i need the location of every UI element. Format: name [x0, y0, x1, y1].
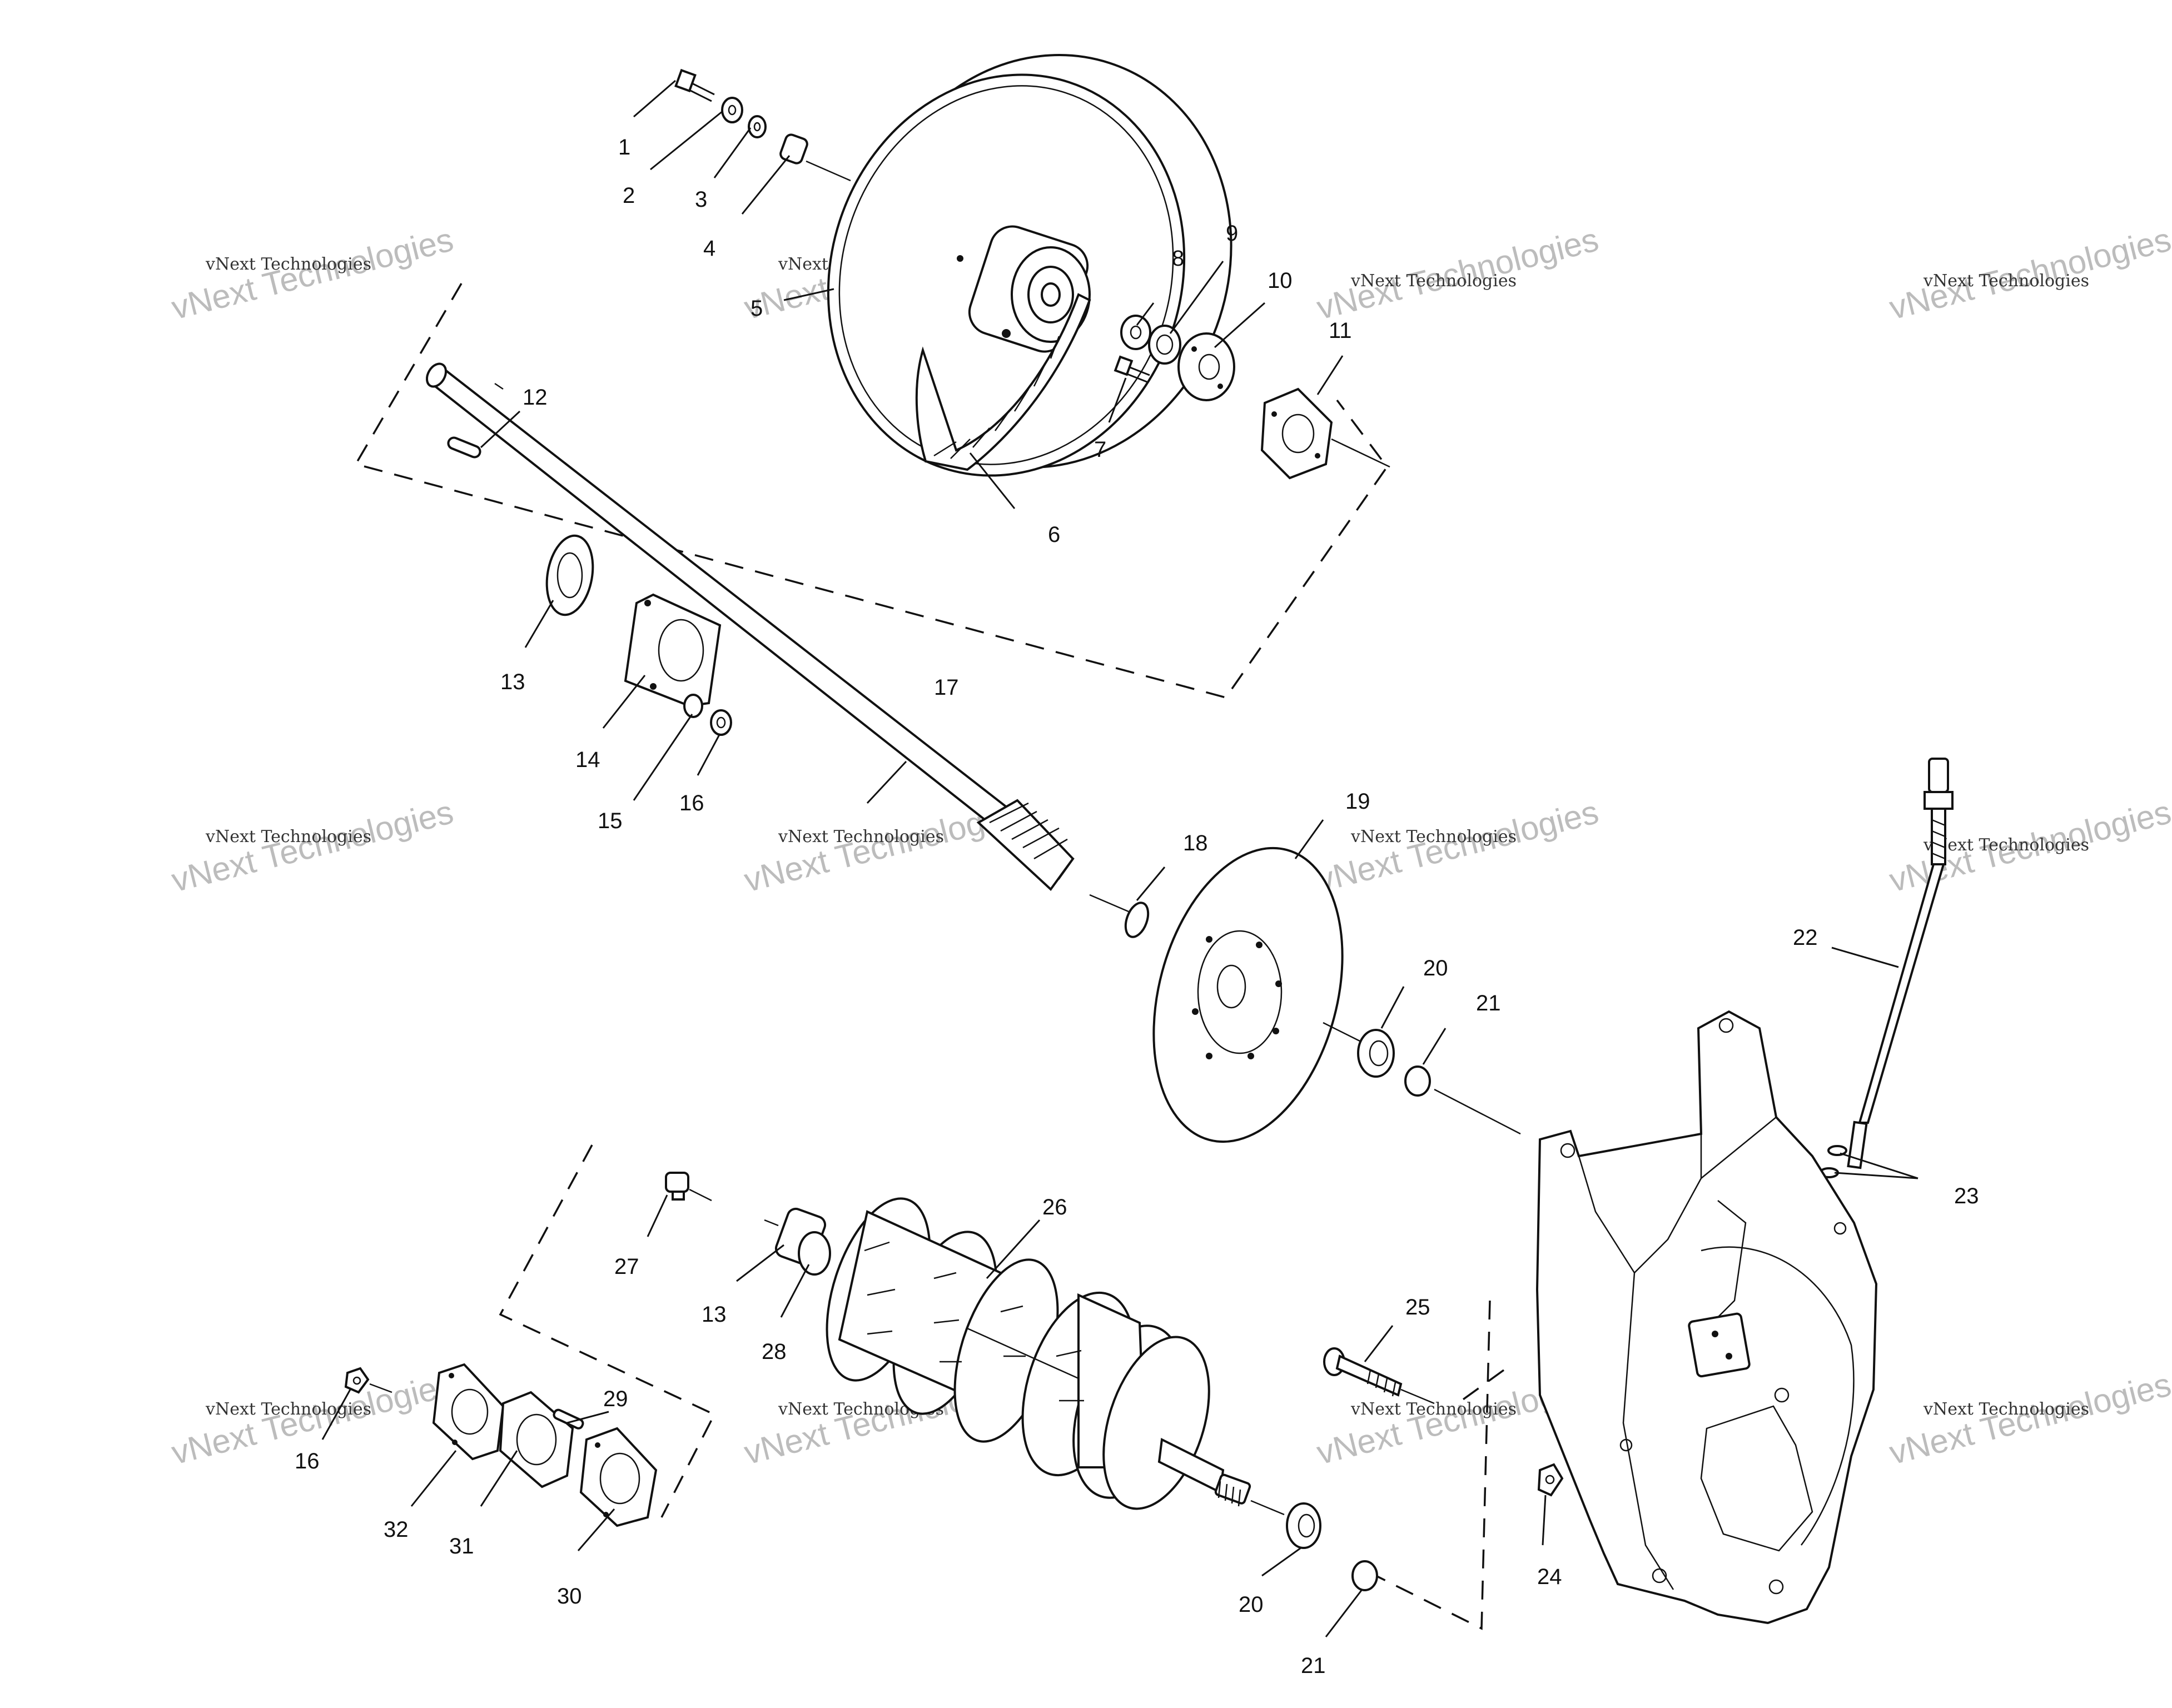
spacer-4: [779, 133, 808, 165]
gasket-11: [1260, 387, 1333, 480]
callout-15: 15: [598, 809, 623, 833]
callout-16-lower: 16: [295, 1449, 320, 1473]
callout-21-lower: 21: [1301, 1654, 1326, 1678]
brake-disc-19: [1152, 846, 1344, 1143]
callout-1: 1: [618, 135, 630, 160]
callout-4: 4: [703, 236, 715, 261]
bolt-27: [665, 1172, 689, 1201]
flange-30: [579, 1427, 658, 1527]
driven-clutch-26: [764, 1197, 1251, 1510]
callout-20-upper: 20: [1423, 956, 1448, 980]
snap-ring-18: [1124, 902, 1150, 938]
seal-20-upper: [1357, 1029, 1395, 1078]
callout-31: 31: [449, 1534, 474, 1558]
callout-24: 24: [1537, 1565, 1562, 1589]
flange-bearing-14: [624, 593, 722, 708]
svg-text:vNext Technologies: vNext Technologies: [1350, 271, 1517, 291]
centerline-bolt-25: [1400, 1388, 1435, 1405]
callout-21-upper: 21: [1476, 991, 1501, 1015]
callout-11: 11: [1329, 318, 1352, 343]
callout-26: 26: [1042, 1195, 1067, 1219]
callout-2: 2: [623, 183, 635, 208]
callout-9: 9: [1226, 221, 1238, 246]
callout-17: 17: [934, 675, 959, 700]
callout-28: 28: [762, 1339, 787, 1364]
callout-13: 13: [500, 670, 525, 694]
callout-27: 27: [614, 1254, 639, 1279]
o-ring-21-lower: [1351, 1560, 1378, 1591]
nut-16-upper: [710, 709, 732, 736]
callout-23: 23: [1954, 1184, 1979, 1208]
watermark-1: vNext Technologies vNext Technologies: [168, 221, 457, 327]
gasket-31: [499, 1391, 574, 1488]
flange-plate-10: [1177, 332, 1235, 401]
chaincase-housing: [1535, 1010, 1878, 1625]
centerline-clutch: [1250, 1500, 1285, 1516]
svg-text:vNext Technologies: vNext Technologies: [1350, 827, 1517, 846]
seal-20-lower: [1286, 1502, 1321, 1549]
callout-7: 7: [1094, 437, 1106, 462]
washer-2: [721, 97, 743, 123]
jackshaft-17: [425, 362, 1075, 891]
callout-8: 8: [1172, 246, 1184, 271]
svg-text:vNext Technologies: vNext Technologies: [1923, 1400, 2089, 1419]
svg-text:vNext Technologies: vNext Technologies: [1923, 835, 2089, 855]
bearing-13-upper: [545, 534, 594, 616]
callout-20-lower: 20: [1239, 1592, 1264, 1617]
callout-14: 14: [575, 748, 600, 772]
callout-18: 18: [1183, 831, 1208, 855]
watermark-12: vNext Technologies vNext Technologies: [1886, 1366, 2172, 1472]
washer-8: [1120, 315, 1151, 350]
centerline-top: [806, 160, 851, 182]
callout-12: 12: [523, 385, 548, 410]
leader-lines: [321, 79, 1918, 1637]
centerline-disc: [1089, 894, 1129, 913]
callout-29: 29: [603, 1387, 628, 1411]
callout-30: 30: [557, 1584, 582, 1609]
key-12: [447, 436, 481, 459]
centerline-nut-16: [369, 1383, 392, 1393]
drive-pulley-5: [827, 54, 1232, 477]
washer-3: [748, 115, 767, 138]
bearing-9: [1148, 325, 1181, 365]
callout-10: 10: [1268, 268, 1293, 293]
svg-text:vNext Technologies: vNext Technologies: [205, 255, 371, 274]
nut-16-lower: [344, 1367, 370, 1394]
dipstick-22: [1847, 758, 1954, 1169]
callout-25: 25: [1405, 1295, 1430, 1319]
bolt-25: [1323, 1347, 1403, 1397]
bolt-1: [674, 68, 715, 102]
nut-24: [1537, 1463, 1564, 1497]
centerline-bolt-27: [689, 1188, 712, 1202]
callout-22: 22: [1793, 925, 1818, 950]
pin-29: [553, 1408, 584, 1430]
callout-5: 5: [750, 296, 763, 321]
o-ring-21-upper: [1404, 1065, 1431, 1097]
bolt-7: [1114, 355, 1150, 383]
watermark-3: vNext Technologies vNext Technologies: [1313, 221, 1602, 327]
washer-15: [683, 694, 703, 718]
svg-text:vNext Technologies: vNext Technologies: [205, 827, 371, 846]
drive-belt-6: [915, 293, 1091, 471]
callout-numbers: 1 2 3 4 5 6 7 8 9 10 11 12 13 14 15 16 1…: [295, 135, 1979, 1678]
centerline-housing: [1434, 1088, 1521, 1135]
flange-32: [432, 1363, 505, 1461]
svg-text:vNext Technologies: vNext Technologies: [205, 1400, 371, 1419]
svg-text:vNext Technologies: vNext Technologies: [778, 827, 944, 846]
svg-text:vNext Technologies: vNext Technologies: [1923, 271, 2089, 291]
callout-3: 3: [695, 187, 707, 212]
callout-32: 32: [384, 1517, 409, 1542]
callout-6: 6: [1048, 522, 1060, 547]
callout-19: 19: [1345, 789, 1370, 814]
watermark-5: vNext Technologies vNext Technologies: [168, 793, 457, 899]
callout-16-upper: 16: [679, 791, 704, 815]
watermark-4: vNext Technologies vNext Technologies: [1886, 221, 2172, 327]
callout-13-lower: 13: [702, 1302, 727, 1327]
centerline-gasket: [1331, 438, 1390, 468]
